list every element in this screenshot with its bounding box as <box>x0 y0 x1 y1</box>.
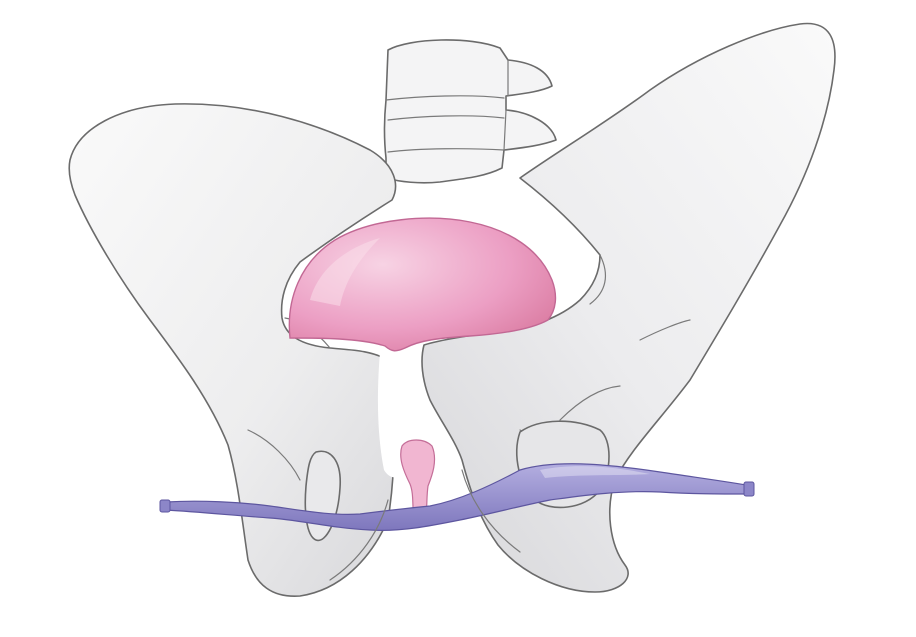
vertebrae <box>385 40 557 183</box>
